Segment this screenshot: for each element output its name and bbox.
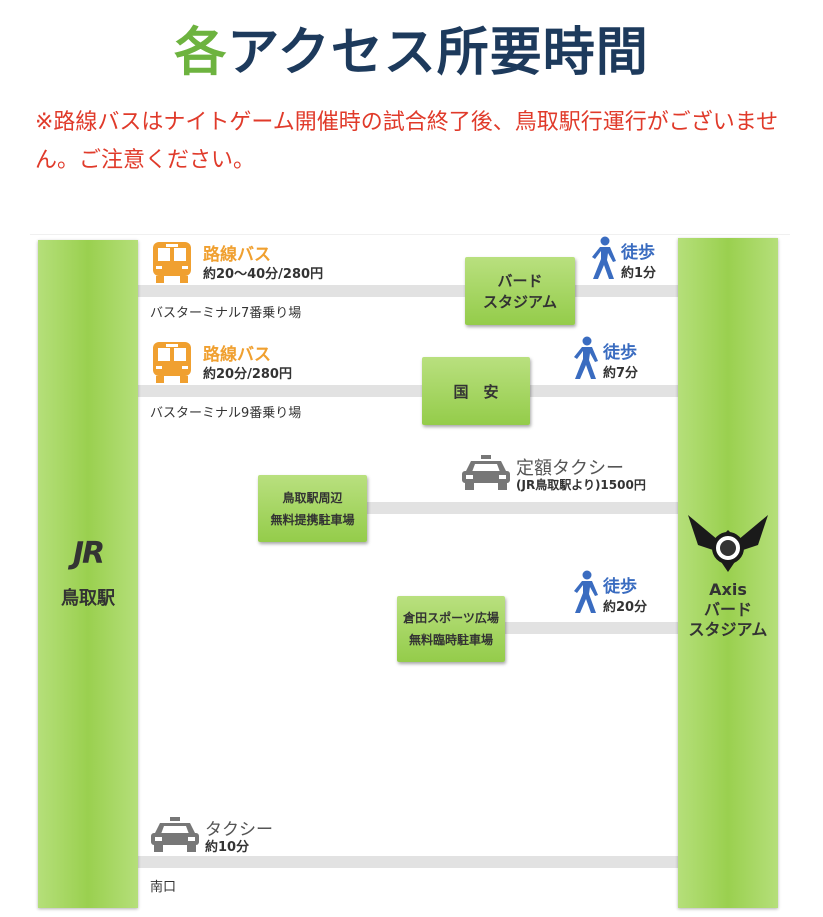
title-rest: アクセス所要時間 — [227, 23, 649, 83]
stop-name: 国 安 — [453, 382, 499, 401]
route1-walk-time: 約1分 — [621, 266, 657, 281]
route-line-5 — [138, 856, 678, 868]
stadium-name-line1: Axis — [709, 580, 747, 599]
page-title: 各アクセス所要時間 — [0, 10, 823, 85]
bird-stadium-stop-box[interactable]: バードスタジアム — [465, 257, 575, 325]
route-line-1 — [138, 285, 678, 297]
route3-mode: 定額タクシー — [516, 458, 624, 479]
walk-icon — [570, 570, 600, 614]
walk-icon — [588, 236, 618, 280]
route1-detail: 約20〜40分/280円 — [203, 267, 324, 282]
origin-line1: 倉田スポーツ広場 — [403, 611, 499, 625]
stadium-logo-icon — [688, 515, 768, 572]
kurata-parking-box[interactable]: 倉田スポーツ広場無料臨時駐車場 — [397, 596, 505, 662]
route1-mode: 路線バス — [203, 245, 271, 265]
bus-icon — [150, 240, 194, 284]
origin-line1: 鳥取駅周辺 — [282, 490, 343, 505]
notice-text: ※路線バスはナイトゲーム開催時の試合終了後、鳥取駅行運行がございません。ご注意く… — [35, 110, 779, 173]
origin-line2: 無料臨時駐車場 — [408, 633, 493, 647]
route2-mode: 路線バス — [203, 345, 271, 365]
tottori-station-bar — [38, 240, 138, 908]
route4-walk-time: 約20分 — [603, 600, 648, 615]
stop-name-line1: バード — [497, 272, 543, 290]
route-line-4 — [505, 622, 678, 634]
route-line-2 — [138, 385, 678, 397]
taxi-icon — [461, 455, 511, 491]
tottori-parking-box[interactable]: 鳥取駅周辺無料提携駐車場 — [258, 475, 367, 542]
stop-name-line2: スタジアム — [483, 293, 557, 311]
jr-logo: JR — [72, 536, 105, 571]
route1-walk: 徒歩 — [621, 243, 655, 263]
stadium-bar — [678, 238, 778, 908]
route3-detail: (JR鳥取駅より)1500円 — [516, 478, 646, 492]
kokuyasu-stop-box[interactable]: 国 安 — [422, 357, 530, 425]
route4-walk: 徒歩 — [603, 577, 637, 597]
title-accent: 各 — [174, 23, 228, 83]
route2-stop: バスターミナル9番乗り場 — [150, 406, 302, 421]
route5-mode: タクシー — [205, 820, 273, 840]
route-line-3 — [367, 502, 678, 514]
route5-detail: 約10分 — [205, 840, 250, 855]
taxi-icon — [150, 817, 200, 853]
origin-line2: 無料提携駐車場 — [270, 512, 355, 527]
route5-stop: 南口 — [150, 880, 177, 895]
walk-icon — [570, 336, 600, 380]
route2-detail: 約20分/280円 — [203, 367, 292, 382]
access-diagram — [30, 234, 790, 915]
station-name: 鳥取駅 — [61, 588, 115, 609]
route1-stop: バスターミナル7番乗り場 — [150, 306, 302, 321]
stadium-name-line3: スタジアム — [688, 620, 768, 639]
route2-walk: 徒歩 — [603, 343, 637, 363]
route2-walk-time: 約7分 — [603, 366, 639, 381]
bus-icon — [150, 340, 194, 384]
stadium-name-line2: バード — [703, 600, 752, 619]
